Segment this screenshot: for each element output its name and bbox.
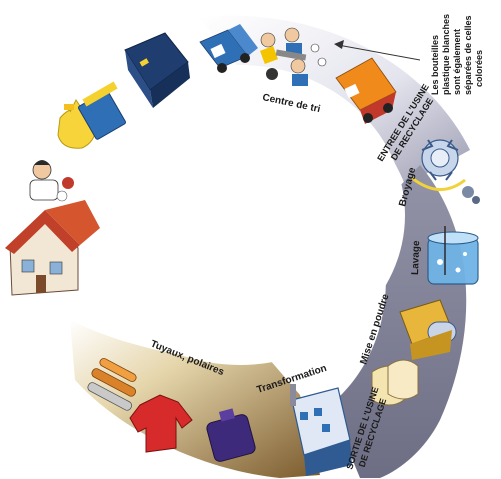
person-icon — [29, 160, 74, 202]
annotation-line4: séparées de celles — [463, 15, 473, 95]
recycling-bin-icon — [78, 81, 126, 140]
diagram-center — [75, 65, 405, 365]
crusher-machine-icon — [411, 139, 480, 204]
collection-container-icon — [124, 32, 190, 108]
washing-tank-icon — [427, 226, 479, 285]
annotation-text: Les bouteilles plastique blanches sont é… — [430, 14, 484, 95]
label-lavage: Lavage — [410, 240, 422, 275]
ring-band-bottom — [70, 320, 320, 478]
annotation-line1: Les bouteilles — [430, 35, 440, 95]
powder-sacks-icon — [371, 359, 419, 406]
factory-icon — [290, 384, 352, 476]
fleece-jacket-icon — [129, 394, 193, 453]
transport-truck-icon — [335, 57, 397, 124]
collection-truck-icon — [199, 24, 258, 73]
annotation-arrow — [334, 40, 421, 61]
annotation-line2: plastique blanches — [441, 14, 451, 95]
pipes-icon — [87, 358, 137, 411]
annotation-line3: sont également — [452, 29, 462, 95]
annotation-line5: colorées — [474, 50, 484, 87]
house-icon — [5, 200, 100, 296]
backpack-icon — [206, 408, 256, 462]
grinder-machine-icon — [399, 299, 457, 360]
sorting-workers-icon — [260, 27, 327, 86]
